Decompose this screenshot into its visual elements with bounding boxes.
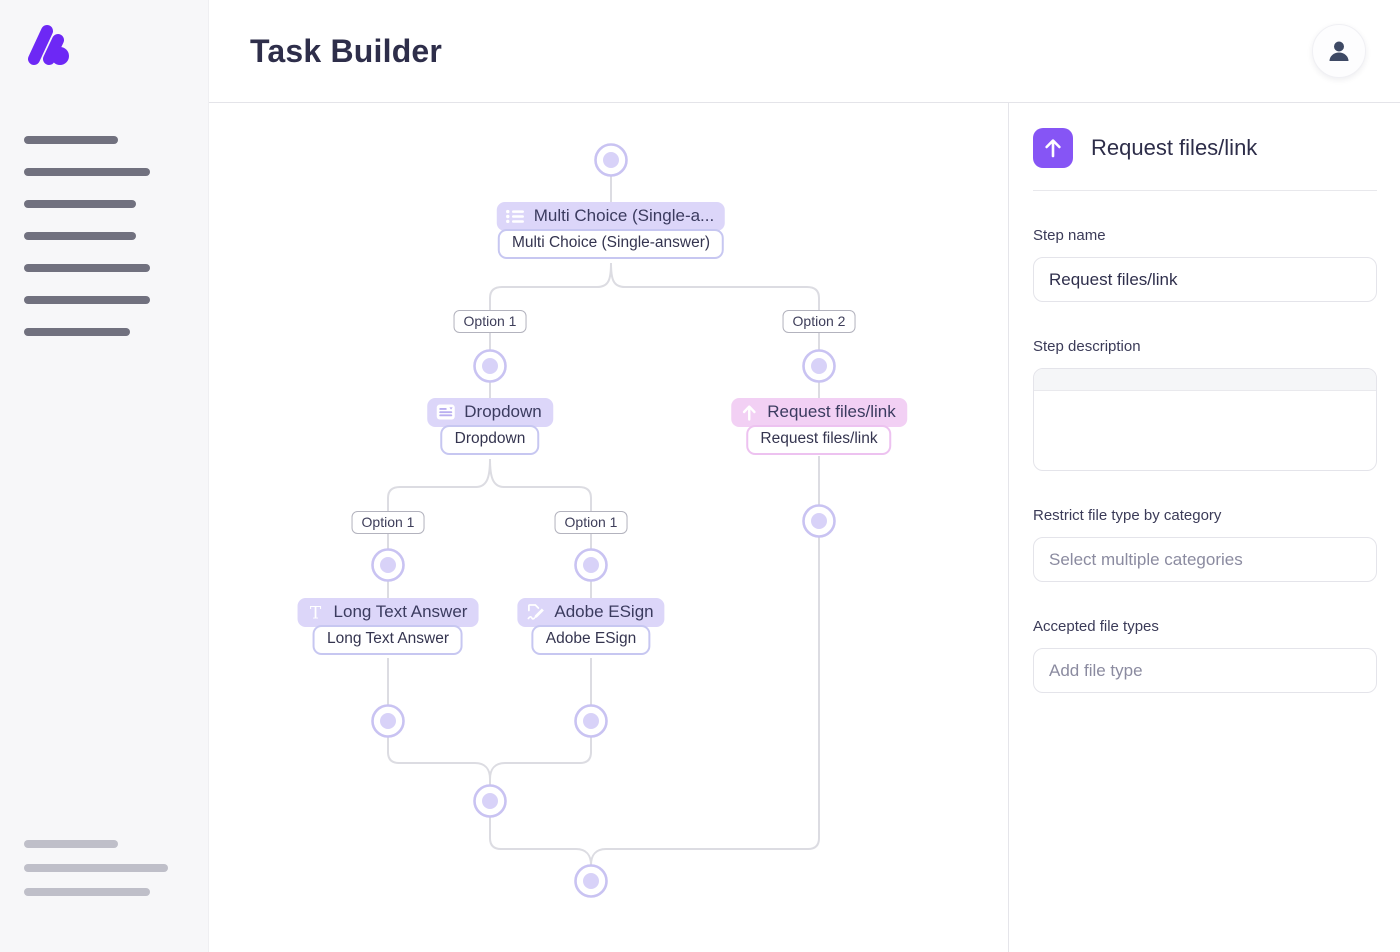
node-type-label: Long Text Answer bbox=[333, 602, 468, 621]
sidebar-footer-skeleton bbox=[24, 840, 168, 912]
node-type-label: Multi Choice (Single-a... bbox=[533, 206, 715, 225]
sidebar-nav-skeleton bbox=[24, 136, 150, 360]
accepted-types-input[interactable] bbox=[1033, 648, 1377, 693]
flow-node-long-text[interactable]: T Long Text Answer Long Text Answer bbox=[297, 598, 479, 655]
skeleton-bar bbox=[24, 168, 150, 176]
editor-toolbar[interactable] bbox=[1034, 369, 1376, 391]
node-name: Request files/link bbox=[746, 425, 892, 455]
connector-dot[interactable] bbox=[371, 704, 405, 738]
panel-header: Request files/link bbox=[1033, 128, 1377, 168]
dropdown-icon bbox=[436, 404, 455, 420]
flow-node-dropdown[interactable]: Dropdown Dropdown bbox=[427, 398, 553, 455]
step-description-editor[interactable] bbox=[1033, 368, 1377, 471]
connector-dot[interactable] bbox=[371, 548, 405, 582]
panel-title: Request files/link bbox=[1091, 135, 1258, 160]
divider bbox=[1033, 190, 1377, 191]
step-name-input[interactable] bbox=[1033, 257, 1377, 302]
step-name-label: Step name bbox=[1033, 227, 1106, 244]
node-type-label: Adobe ESign bbox=[554, 602, 654, 621]
connector-dot[interactable] bbox=[802, 349, 836, 383]
node-type-label: Dropdown bbox=[464, 402, 542, 421]
branch-label: Option 1 bbox=[554, 511, 628, 534]
list-icon bbox=[506, 209, 525, 224]
restrict-category-input[interactable] bbox=[1033, 537, 1377, 582]
flow-node-request-files[interactable]: Request files/link Request files/link bbox=[731, 398, 907, 455]
connector-dot[interactable] bbox=[473, 349, 507, 383]
node-type-label: Request files/link bbox=[767, 402, 896, 421]
page-title: Task Builder bbox=[250, 32, 443, 69]
accepted-types-label: Accepted file types bbox=[1033, 618, 1159, 635]
restrict-category-label: Restrict file type by category bbox=[1033, 507, 1222, 524]
skeleton-bar bbox=[24, 840, 118, 848]
flow-node-multi-choice[interactable]: Multi Choice (Single-a... Multi Choice (… bbox=[496, 202, 726, 259]
node-name: Multi Choice (Single-answer) bbox=[497, 229, 725, 259]
upload-icon bbox=[740, 404, 758, 421]
branch-label: Option 2 bbox=[782, 310, 856, 333]
node-name: Adobe ESign bbox=[531, 625, 651, 655]
avatar-button[interactable] bbox=[1312, 24, 1366, 78]
svg-text:T: T bbox=[310, 604, 322, 621]
skeleton-bar bbox=[24, 888, 150, 896]
text-icon: T bbox=[307, 604, 325, 621]
connector-dot[interactable] bbox=[574, 704, 608, 738]
skeleton-bar bbox=[24, 296, 150, 304]
branch-label: Option 1 bbox=[351, 511, 425, 534]
connector-dot[interactable] bbox=[802, 504, 836, 538]
upload-icon bbox=[1033, 128, 1073, 168]
skeleton-bar bbox=[24, 136, 118, 144]
skeleton-bar bbox=[24, 328, 130, 336]
flow-connectors bbox=[371, 143, 836, 898]
node-name: Dropdown bbox=[440, 425, 540, 455]
step-description-label: Step description bbox=[1033, 338, 1141, 355]
skeleton-bar bbox=[24, 200, 136, 208]
esign-icon bbox=[526, 603, 545, 621]
user-icon bbox=[1329, 41, 1349, 61]
editor-content[interactable] bbox=[1034, 391, 1376, 470]
flow-node-adobe-esign[interactable]: Adobe ESign Adobe ESign bbox=[517, 598, 665, 655]
connector-dot[interactable] bbox=[574, 864, 608, 898]
connector-dot[interactable] bbox=[594, 143, 628, 177]
sidebar bbox=[0, 0, 209, 952]
step-config-panel: Request files/link Step name Step descri… bbox=[1008, 103, 1400, 952]
connector-dots bbox=[371, 143, 836, 898]
top-header: Task Builder bbox=[209, 0, 1400, 103]
flow-canvas[interactable]: Option 1 Option 2 Option 1 Option 1 bbox=[209, 103, 1008, 952]
node-name: Long Text Answer bbox=[312, 625, 464, 655]
connector-dot[interactable] bbox=[574, 548, 608, 582]
app-logo-icon bbox=[22, 20, 72, 73]
branch-label: Option 1 bbox=[453, 310, 527, 333]
skeleton-bar bbox=[24, 264, 150, 272]
skeleton-bar bbox=[24, 864, 168, 872]
skeleton-bar bbox=[24, 232, 136, 240]
connector-dot[interactable] bbox=[473, 784, 507, 818]
